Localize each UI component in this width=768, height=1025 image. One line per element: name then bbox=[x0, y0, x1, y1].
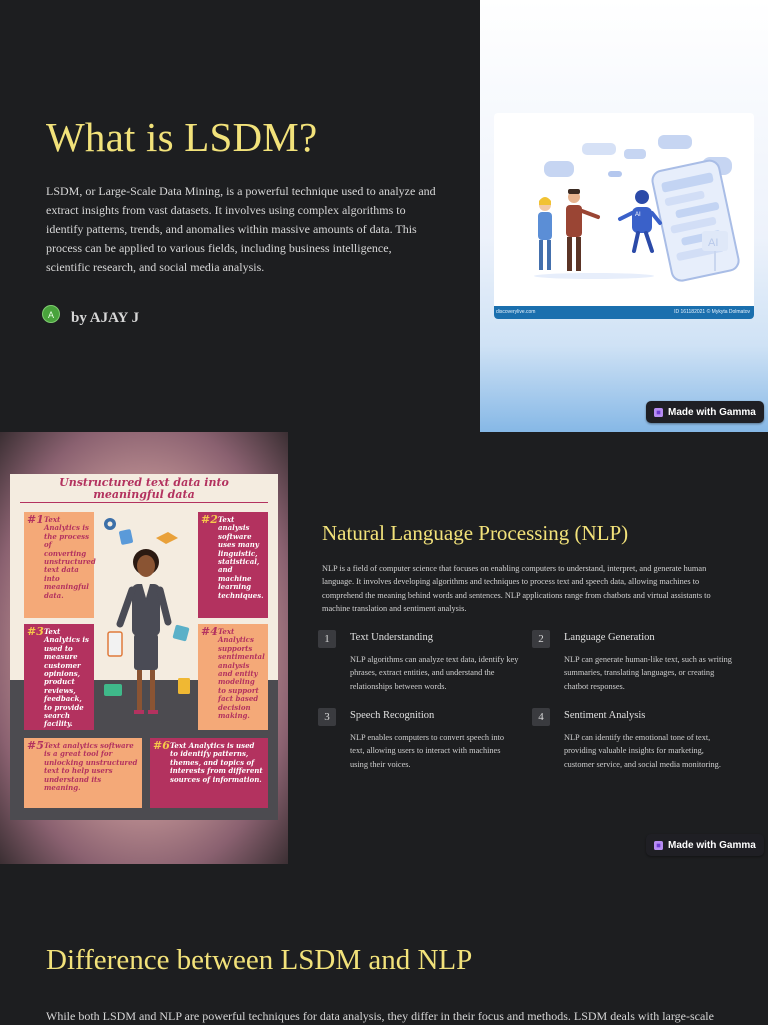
infographic-title: Unstructured text data into meaningful d… bbox=[10, 477, 278, 501]
slide1-paragraph: LSDM, or Large-Scale Data Mining, is a p… bbox=[46, 184, 436, 274]
photo-icon bbox=[172, 624, 190, 642]
feature-number-badge: 4 bbox=[532, 708, 550, 726]
tile-text: Text analytics software is a great tool … bbox=[44, 741, 138, 793]
infographic-tile-4: #4 Text Analytics supports sentimental a… bbox=[198, 624, 268, 730]
slide3-paragraph: While both LSDM and NLP are powerful tec… bbox=[46, 1009, 714, 1023]
svg-text:AI: AI bbox=[635, 212, 641, 218]
infographic-title-line2: meaningful data bbox=[93, 488, 195, 501]
infographic-tile-2: #2 Text analysis software uses many ling… bbox=[198, 512, 268, 618]
slide1-title: What is LSDM? bbox=[46, 114, 318, 160]
feature-number-badge: 2 bbox=[532, 630, 550, 648]
feature-number-badge: 3 bbox=[318, 708, 336, 726]
tile-number: #6 bbox=[153, 739, 170, 752]
tile-number: #2 bbox=[201, 513, 218, 526]
author-name: by AJAY J bbox=[71, 310, 140, 326]
info-icon bbox=[119, 529, 133, 545]
made-with-gamma-badge[interactable]: Made with Gamma bbox=[646, 401, 764, 423]
tile-text: Text Analytics is used to identify patte… bbox=[170, 741, 263, 784]
feature-title: Speech Recognition bbox=[350, 710, 435, 721]
slide2-title: Natural Language Processing (NLP) bbox=[322, 521, 629, 545]
feature-title: Sentiment Analysis bbox=[564, 710, 646, 721]
chat-icon bbox=[104, 684, 122, 696]
tile-number: #1 bbox=[27, 513, 44, 526]
phone-icon bbox=[107, 631, 123, 657]
tile-text: Text analysis software uses many linguis… bbox=[218, 515, 264, 600]
feature-description: NLP algorithms can analyze text data, id… bbox=[350, 655, 519, 691]
ai-chat-illustration: AI AI discoverylive.com ID 161182021 © M… bbox=[494, 113, 754, 319]
ai-chat-illustration-art: AI AI bbox=[534, 135, 740, 282]
feature-description: NLP enables computers to convert speech … bbox=[350, 733, 505, 769]
handshake-icon bbox=[156, 532, 178, 544]
image-credit-left: discoverylive.com bbox=[496, 309, 536, 315]
feature-number-badge: 1 bbox=[318, 630, 336, 648]
image-credit-bar: discoverylive.com ID 161182021 © Mykyta … bbox=[494, 306, 754, 319]
feature-description: NLP can generate human-like text, such a… bbox=[564, 655, 732, 691]
tile-number: #5 bbox=[27, 739, 44, 752]
feature-title: Language Generation bbox=[564, 632, 655, 643]
gamma-logo-icon bbox=[654, 840, 663, 850]
tile-text: Text Analytics supports sentimental anal… bbox=[218, 627, 265, 721]
gamma-badge-label: Made with Gamma bbox=[668, 406, 756, 418]
infographic-title-line1: Unstructured text data into bbox=[59, 476, 229, 489]
author-avatar[interactable]: A bbox=[42, 305, 60, 323]
gear-icon bbox=[104, 518, 116, 530]
svg-text:AI: AI bbox=[708, 237, 718, 249]
tile-text: Text Analytics is the process of convert… bbox=[44, 515, 96, 600]
feature-title: Text Understanding bbox=[350, 632, 433, 643]
infographic-divider bbox=[20, 502, 268, 503]
infographic-tile-5: #5 Text analytics software is a great to… bbox=[24, 738, 142, 808]
notes-icon bbox=[178, 678, 190, 694]
infographic-tile-6: #6 Text Analytics is used to identify pa… bbox=[150, 738, 268, 808]
made-with-gamma-badge[interactable]: Made with Gamma bbox=[646, 834, 764, 856]
tile-number: #3 bbox=[27, 625, 44, 638]
slide2-paragraph: NLP is a field of computer science that … bbox=[322, 564, 711, 613]
tile-text: Text Analytics is used to measure custom… bbox=[44, 627, 89, 729]
feature-description: NLP can identify the emotional tone of t… bbox=[564, 733, 721, 769]
infographic-tile-1: #1 Text Analytics is the process of conv… bbox=[24, 512, 96, 618]
slide3-title: Difference between LSDM and NLP bbox=[46, 944, 473, 976]
infographic-tile-3: #3 Text Analytics is used to measure cus… bbox=[24, 624, 94, 730]
image-credit-right: ID 161182021 © Mykyta Dolmatov bbox=[674, 309, 750, 315]
businesswoman-illustration bbox=[104, 518, 190, 714]
text-analytics-infographic: Unstructured text data into meaningful d… bbox=[10, 474, 278, 820]
tile-number: #4 bbox=[201, 625, 218, 638]
gamma-badge-label: Made with Gamma bbox=[668, 839, 756, 851]
gamma-logo-icon bbox=[654, 407, 663, 417]
